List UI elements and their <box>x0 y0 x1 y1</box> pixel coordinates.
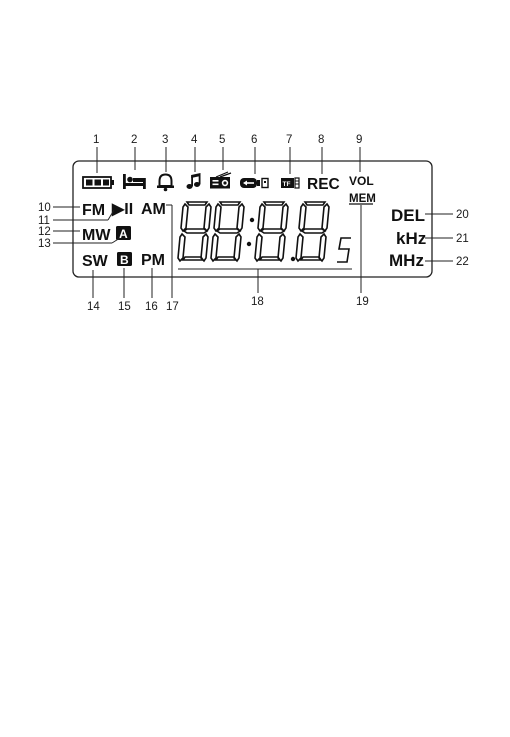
tf-card-label: TF <box>283 181 291 188</box>
digit-2 <box>211 202 244 261</box>
callout-4: 4 <box>191 134 198 146</box>
callout-1: 1 <box>93 134 99 146</box>
callout-22: 22 <box>456 256 469 268</box>
digit-3 <box>255 202 288 261</box>
digit-display <box>178 202 351 262</box>
tf-card-icon: TF <box>281 178 299 188</box>
khz-label: kHz <box>396 229 426 248</box>
pm-label: PM <box>141 252 165 269</box>
b-badge-label: B <box>120 253 129 267</box>
digit-4 <box>296 202 329 261</box>
fm-label: FM <box>82 202 105 219</box>
usb-icon <box>240 178 268 188</box>
callout-21: 21 <box>456 233 469 245</box>
del-label: DEL <box>391 206 425 225</box>
mw-label: MW <box>82 227 111 244</box>
rec-label: REC <box>307 176 340 193</box>
mem-label: MEM <box>349 193 376 205</box>
decimal-point <box>291 257 295 261</box>
callout-19: 19 <box>356 296 369 308</box>
callout-12: 12 <box>38 226 51 238</box>
callout-17: 17 <box>166 301 179 313</box>
digit-1 <box>178 202 211 261</box>
callout-9: 9 <box>356 134 362 146</box>
callout-2: 2 <box>131 134 137 146</box>
callout-5: 5 <box>219 134 225 146</box>
am-label: AM <box>141 201 166 218</box>
callout-18: 18 <box>251 296 264 308</box>
mhz-label: MHz <box>389 251 424 270</box>
callout-7: 7 <box>286 134 292 146</box>
callout-13: 13 <box>38 238 51 250</box>
callout-8: 8 <box>318 134 324 146</box>
callout-15: 15 <box>118 301 131 313</box>
vol-label: VOL <box>349 174 374 188</box>
alarm-bell-icon <box>157 175 174 192</box>
bottom-leader-lines <box>93 205 361 298</box>
seconds-digit <box>337 238 351 262</box>
sw-label: SW <box>82 253 109 270</box>
battery-icon <box>83 177 114 188</box>
a-badge-label: A <box>119 227 128 241</box>
sleep-bed-icon <box>123 174 146 189</box>
callout-16: 16 <box>145 301 158 313</box>
radio-icon <box>210 172 231 189</box>
music-note-icon <box>187 173 201 189</box>
b-badge: B <box>117 252 132 267</box>
callout-10: 10 <box>38 202 51 214</box>
callout-20: 20 <box>456 209 469 221</box>
callout-3: 3 <box>162 134 168 146</box>
play-pause-icon: ▶II <box>111 201 133 218</box>
callout-14: 14 <box>87 301 100 313</box>
callout-6: 6 <box>251 134 257 146</box>
time-colon <box>247 218 254 246</box>
